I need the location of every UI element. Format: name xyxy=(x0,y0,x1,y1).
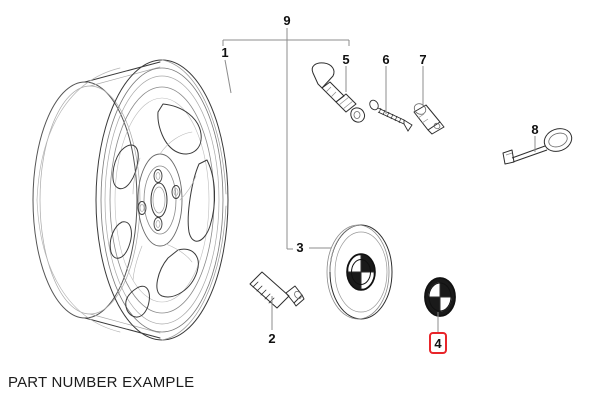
callout-2: 2 xyxy=(268,331,276,346)
wheel-bolt-part-2 xyxy=(249,271,305,309)
hub-cap-part-3 xyxy=(326,224,393,320)
leader-1 xyxy=(224,59,232,94)
callout-5: 5 xyxy=(342,52,350,67)
callout-4-highlighted: 4 xyxy=(429,332,447,354)
callout-7: 7 xyxy=(419,52,427,67)
callout-3: 3 xyxy=(296,240,304,255)
wheel-rim-illustration xyxy=(32,59,229,341)
page-caption: PART NUMBER EXAMPLE xyxy=(8,374,195,391)
callout-8: 8 xyxy=(531,122,539,137)
callout-9: 9 xyxy=(283,13,291,28)
callout-1: 1 xyxy=(221,45,229,60)
bmw-roundel-emblem-part-4 xyxy=(424,277,456,317)
callout-6: 6 xyxy=(382,52,390,67)
wheel-lock-key-part-5 xyxy=(311,62,365,123)
spring-pin-part-6 xyxy=(369,99,413,132)
puller-tool-part-8 xyxy=(502,128,573,165)
wheel-lock-nut-part-7 xyxy=(413,103,445,135)
leader-lines xyxy=(222,28,536,332)
